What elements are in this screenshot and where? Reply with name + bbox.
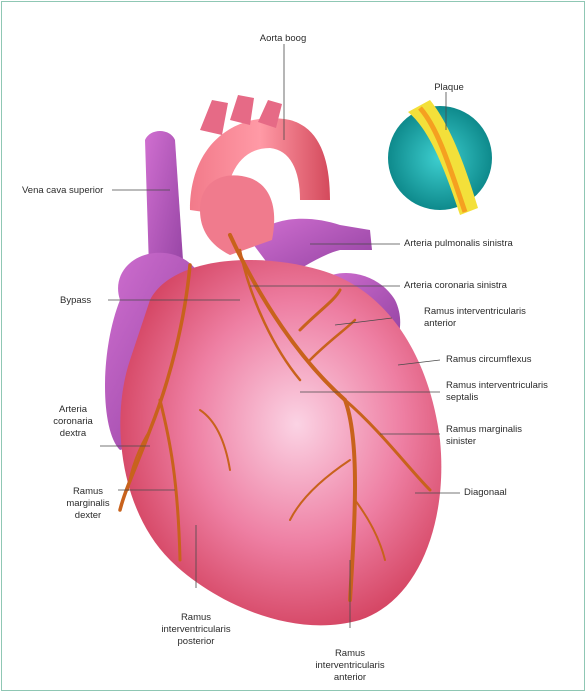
label-arteria-coronaria-sinistra: Arteria coronaria sinistra <box>404 280 507 292</box>
label-aorta-boog: Aorta boog <box>260 33 306 45</box>
label-line: Ramus <box>161 612 230 624</box>
label-ramus-marginalis-sinister: Ramus marginalis sinister <box>446 424 522 448</box>
label-ramus-interventricularis-posterior: Ramus interventricularis posterior <box>161 612 230 648</box>
label-line: dextra <box>53 428 93 440</box>
label-bypass: Bypass <box>60 295 91 307</box>
label-line: coronaria <box>53 416 93 428</box>
plaque-inset <box>388 100 492 215</box>
label-ramus-circumflexus: Ramus circumflexus <box>446 354 532 366</box>
label-line: dexter <box>66 510 109 522</box>
label-ramus-interventricularis-anterior-bottom: Ramus interventricularis anterior <box>315 648 384 684</box>
label-ramus-interventricularis-septalis: Ramus interventricularis septalis <box>446 380 548 404</box>
label-ramus-marginalis-dexter: Ramus marginalis dexter <box>66 486 109 522</box>
label-diagonaal: Diagonaal <box>464 487 507 499</box>
label-line: Ramus <box>315 648 384 660</box>
label-vena-cava-superior: Vena cava superior <box>22 185 103 197</box>
label-line: Ramus interventricularis <box>446 380 548 392</box>
label-line: Arteria <box>53 404 93 416</box>
label-line: posterior <box>161 636 230 648</box>
label-line: anterior <box>424 318 526 330</box>
label-line: Ramus marginalis <box>446 424 522 436</box>
label-plaque: Plaque <box>434 82 464 94</box>
label-arteria-coronaria-dextra: Arteria coronaria dextra <box>53 404 93 440</box>
ascending-aorta-shape <box>200 175 274 255</box>
label-line: interventricularis <box>161 624 230 636</box>
label-line: septalis <box>446 392 548 404</box>
label-line: Ramus <box>66 486 109 498</box>
label-ramus-interventricularis-anterior: Ramus interventricularis anterior <box>424 306 526 330</box>
label-line: marginalis <box>66 498 109 510</box>
label-line: Ramus interventricularis <box>424 306 526 318</box>
label-line: interventricularis <box>315 660 384 672</box>
label-arteria-pulmonalis-sinistra: Arteria pulmonalis sinistra <box>404 238 513 250</box>
label-line: sinister <box>446 436 522 448</box>
label-line: anterior <box>315 672 384 684</box>
